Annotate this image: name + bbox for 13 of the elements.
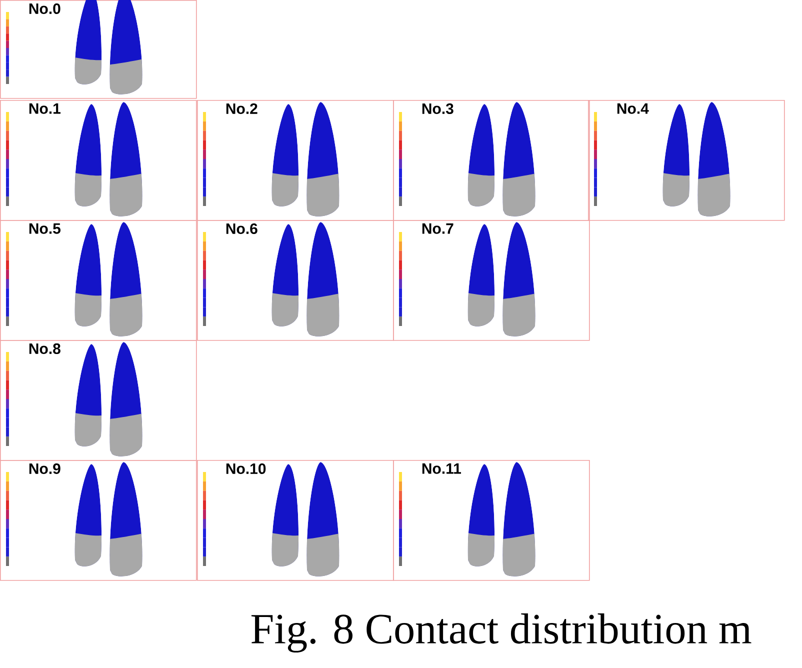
contact-map-panel: No.9 xyxy=(0,460,197,581)
contact-map-panel: No.1 xyxy=(0,100,197,221)
contact-map-panel: No.0 xyxy=(0,0,197,99)
contact-map-panel: No.2 xyxy=(197,100,394,221)
contact-map-panel: No.6 xyxy=(197,220,394,341)
contact-map-panel: No.7 xyxy=(393,220,590,341)
contact-map-panel: No.11 xyxy=(393,460,590,581)
contact-map-panel: No.10 xyxy=(197,460,394,581)
contact-map-panel: No.8 xyxy=(0,340,197,461)
contact-map-panel: No.5 xyxy=(0,220,197,341)
contact-map-panel: No.4 xyxy=(588,100,785,221)
contact-map-panel: No.3 xyxy=(393,100,590,221)
caption: Fig. 8 Contact distribution m xyxy=(251,613,752,653)
